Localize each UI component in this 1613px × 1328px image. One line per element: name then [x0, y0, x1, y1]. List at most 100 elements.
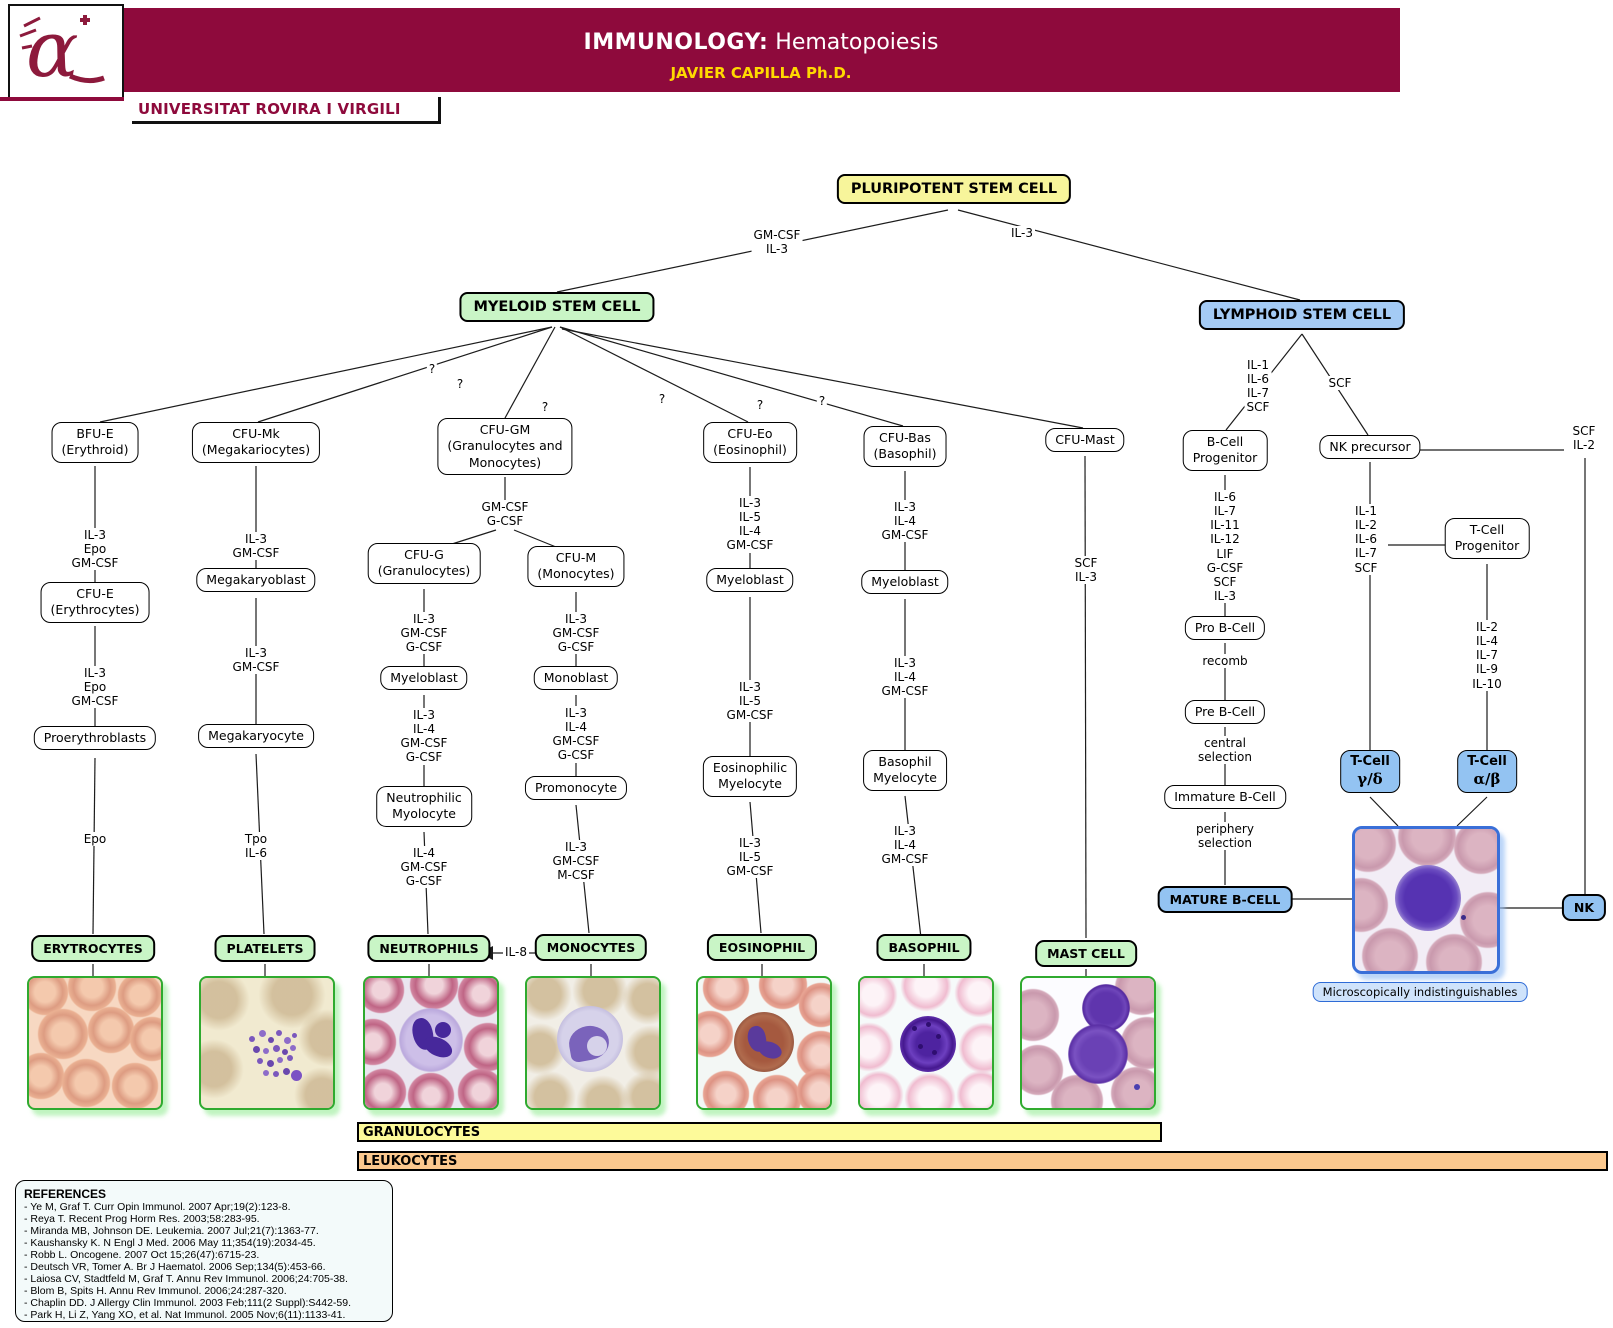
node-nk: NK	[1561, 894, 1607, 921]
node-eosinophilic-myelocyte: Eosinophilic Myelocyte	[702, 756, 798, 797]
edge-label-q6: ?	[816, 394, 828, 409]
title-label: IMMUNOLOGY:	[583, 30, 769, 55]
monocytes-micrograph	[525, 976, 661, 1110]
edge-label-q3: ?	[539, 400, 551, 415]
node-t-cell-gamma-delta: T-Cell γ/δ	[1340, 750, 1400, 793]
edge-label-bas2: IL-3 IL-4 GM-CSF	[879, 656, 931, 699]
edge-label-gm1: GM-CSF G-CSF	[479, 500, 531, 529]
edge-label-recomb: recomb	[1200, 654, 1250, 669]
reference-item: - Deutsch VR, Tomer A. Br J Haematol. 20…	[24, 1260, 326, 1273]
node-megakaryoblast: Megakaryoblast	[196, 568, 316, 593]
logo-underline	[0, 97, 124, 101]
t-cell-gd-chains: γ/δ	[1357, 770, 1383, 789]
reference-item: - Kaushansky K. N Engl J Med. 2006 May 1…	[24, 1236, 316, 1249]
node-cfu-bas: CFU-Bas (Basophil)	[863, 426, 947, 467]
edge-label-scf-il2: SCF IL-2	[1570, 424, 1598, 453]
edge-label-mk1: IL-3 GM-CSF	[230, 532, 282, 561]
node-t-cell-alpha-beta: T-Cell α/β	[1457, 750, 1517, 793]
author: JAVIER CAPILLA Ph.D.	[670, 64, 852, 82]
edge-label-ery3: Epo	[81, 832, 109, 847]
edge-label-lymph-nk: SCF	[1326, 376, 1354, 391]
reference-item: - Robb L. Oncogene. 2007 Oct 15;26(47):6…	[24, 1248, 260, 1261]
edge-label-mk2: IL-3 GM-CSF	[230, 646, 282, 675]
edge-label-bas1: IL-3 IL-4 GM-CSF	[879, 500, 931, 543]
edge-label-q4: ?	[656, 392, 668, 407]
node-myeloblast-g: Myeloblast	[380, 666, 468, 691]
node-cfu-m: CFU-M (Monocytes)	[527, 546, 625, 587]
edge-label-bas3: IL-3 IL-4 GM-CSF	[879, 824, 931, 867]
page-title: IMMUNOLOGY: Hematopoiesis	[122, 30, 1400, 55]
reference-item: - Ye M, Graf T. Curr Opin Immunol. 2007 …	[24, 1201, 291, 1213]
node-b-cell-progenitor: B-Cell Progenitor	[1182, 430, 1268, 471]
edge-label-il8: IL-8	[503, 945, 529, 960]
node-cfu-eo: CFU-Eo (Eosinophil)	[703, 422, 797, 463]
edge-label-mk3: Tpo IL-6	[242, 832, 270, 861]
edge-label-m3: IL-3 GM-CSF M-CSF	[550, 840, 602, 883]
edge-label-central-selection: central selection	[1196, 736, 1254, 765]
edge-label-q2: ?	[454, 377, 466, 392]
note-microscopically-indistinguishables: Microscopically indistinguishables	[1312, 982, 1528, 1002]
edge-label-g1: IL-3 GM-CSF G-CSF	[398, 612, 450, 655]
t-cell-ab-chains: α/β	[1473, 770, 1501, 789]
erythrocytes-micrograph	[27, 976, 163, 1110]
reference-item: - Park H, Li Z, Yang XO, et al. Nat Immu…	[24, 1308, 346, 1321]
reference-item: - Laiosa CV, Stadtfeld M, Graf T. Annu R…	[24, 1272, 348, 1285]
node-proerythroblasts: Proerythroblasts	[33, 726, 157, 751]
reference-item: - Miranda MB, Johnson DE. Leukemia. 2007…	[24, 1224, 319, 1237]
edge-label-eo1: IL-3 IL-5 IL-4 GM-CSF	[724, 496, 776, 553]
edge-label-g2: IL-3 IL-4 GM-CSF G-CSF	[398, 708, 450, 765]
terminal-eosinophil: EOSINOPHIL	[706, 934, 818, 961]
node-neutrophilic-myolocyte: Neutrophilic Myolocyte	[376, 786, 472, 827]
node-pre-b-cell: Pre B-Cell	[1184, 700, 1266, 725]
eosinophil-micrograph	[696, 976, 832, 1110]
node-cfu-mast: CFU-Mast	[1045, 428, 1125, 453]
basophil-micrograph	[858, 976, 994, 1110]
edge-label-il3: IL-3	[1009, 226, 1035, 241]
edge-label-gmcsf-il3: GM-CSF IL-3	[751, 228, 803, 257]
urv-logo-glyph: α	[19, 5, 105, 95]
edge-label-lymph-b: IL-1 IL-6 IL-7 SCF	[1244, 358, 1272, 415]
terminal-mast-cell: MAST CELL	[1035, 940, 1137, 967]
granulocytes-bar: GRANULOCYTES	[357, 1122, 1162, 1142]
edge-label-mast1: SCF IL-3	[1072, 556, 1100, 585]
leukocytes-bar: LEUKOCYTES	[357, 1151, 1608, 1171]
edge-label-b-list: IL-6 IL-7 IL-11 IL-12 LIF G-CSF SCF IL-3	[1204, 490, 1246, 604]
edge-label-g3: IL-4 GM-CSF G-CSF	[398, 846, 450, 889]
terminal-basophil: BASOPHIL	[876, 934, 972, 961]
urv-logo: α	[8, 4, 124, 100]
terminal-neutrophils: NEUTROPHILS	[367, 935, 491, 962]
edge-label-periphery-selection: periphery selection	[1194, 822, 1256, 851]
platelets-micrograph	[199, 976, 335, 1110]
node-cfu-g: CFU-G (Granulocytes)	[367, 543, 481, 584]
terminal-monocytes: MONOCYTES	[534, 934, 648, 961]
node-cfu-e: CFU-E (Erythrocytes)	[40, 582, 150, 623]
edge-label-m2: IL-3 IL-4 GM-CSF G-CSF	[550, 706, 602, 763]
node-pro-b-cell: Pro B-Cell	[1184, 616, 1266, 641]
node-myeloid-stem-cell: MYELOID STEM CELL	[459, 292, 655, 322]
reference-item: - Blom B, Spits H. Annu Rev Immunol. 200…	[24, 1284, 287, 1297]
mast-cell-micrograph	[1020, 976, 1156, 1110]
reference-item: - Chaplin DD. J Allergy Clin Immunol. 20…	[24, 1296, 352, 1309]
neutrophils-micrograph	[363, 976, 499, 1110]
edge-label-ery2: IL-3 Epo GM-CSF	[69, 666, 121, 709]
university-name: UNIVERSITAT ROVIRA I VIRGILI	[132, 97, 441, 124]
node-cfu-gm: CFU-GM (Granulocytes and Monocytes)	[437, 418, 573, 475]
node-monoblast: Monoblast	[533, 666, 619, 691]
node-myeloblast-bas: Myeloblast	[861, 570, 949, 595]
references-title: REFERENCES	[24, 1187, 107, 1201]
reference-item: - Reya T. Recent Prog Horm Res. 2003;58:…	[24, 1212, 260, 1225]
node-promonocyte: Promonocyte	[524, 776, 628, 801]
edge-label-q1: ?	[426, 362, 438, 377]
edge-label-nk-list: IL-1 IL-2 IL-6 IL-7 SCF	[1352, 504, 1380, 575]
node-basophil-myelocyte: Basophil Myelocyte	[863, 750, 947, 791]
header-banner: IMMUNOLOGY: Hematopoiesis JAVIER CAPILLA…	[122, 8, 1400, 92]
node-megakaryocyte: Megakaryocyte	[198, 724, 314, 749]
references-box: REFERENCES - Ye M, Graf T. Curr Opin Imm…	[15, 1180, 393, 1322]
node-immature-b-cell: Immature B-Cell	[1164, 785, 1286, 810]
edge-label-m1: IL-3 GM-CSF G-CSF	[550, 612, 602, 655]
node-bfu-e: BFU-E (Erythroid)	[51, 422, 139, 463]
t-cell-ab-label: T-Cell	[1467, 754, 1507, 769]
node-pluripotent-stem-cell: PLURIPOTENT STEM CELL	[836, 174, 1072, 204]
edge-label-q5: ?	[754, 398, 766, 413]
